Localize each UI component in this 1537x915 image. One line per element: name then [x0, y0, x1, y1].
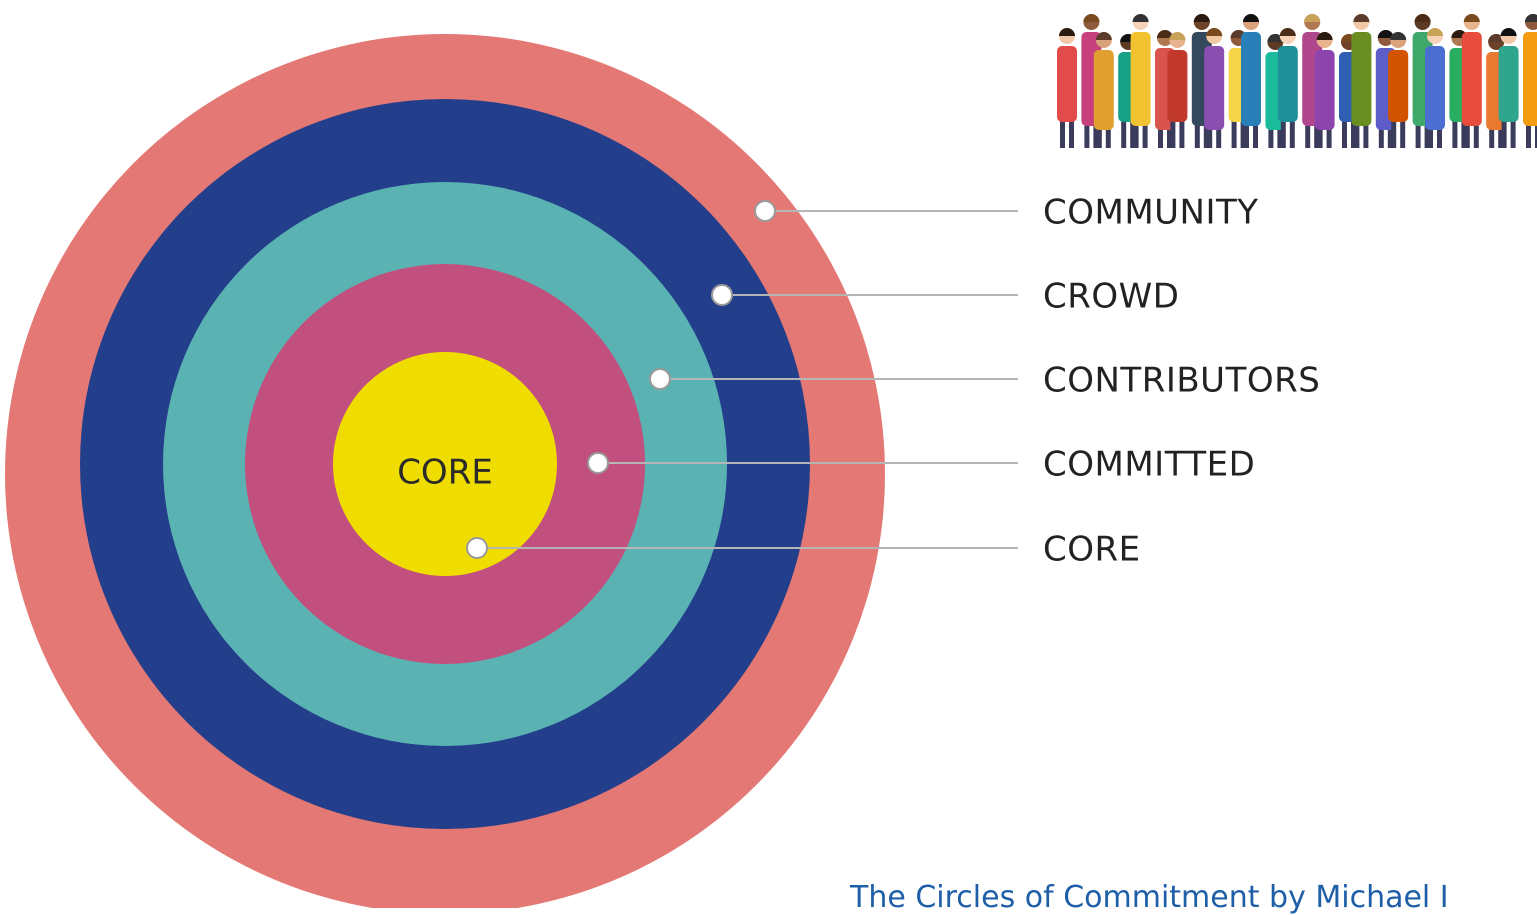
core-center-label: CORE: [397, 453, 493, 493]
label-community: COMMUNITY: [1043, 193, 1259, 233]
crowd-person: [1167, 32, 1188, 148]
crowd-person: [1498, 28, 1519, 148]
marker-dot-committed: [587, 452, 609, 474]
marker-dot-core: [466, 537, 488, 559]
label-crowd: CROWD: [1043, 277, 1179, 317]
marker-dot-contributors: [649, 368, 671, 390]
crowd-person: [1523, 14, 1537, 148]
label-core: CORE: [1043, 530, 1141, 570]
caption: The Circles of Commitment by Michael I: [850, 880, 1449, 915]
crowd-person: [1057, 28, 1077, 148]
crowd-person: [1130, 14, 1151, 148]
crowd-person: [1204, 28, 1225, 148]
crowd-of-people-illustration: [1057, 14, 1537, 148]
marker-dot-community: [754, 200, 776, 222]
crowd-person: [1388, 32, 1409, 148]
marker-dot-crowd: [711, 284, 733, 306]
crowd-person: [1425, 28, 1445, 148]
crowd-person: [1351, 14, 1372, 148]
crowd-person: [1314, 32, 1335, 148]
label-contributors: CONTRIBUTORS: [1043, 361, 1320, 401]
label-committed: COMMITTED: [1043, 445, 1255, 485]
crowd-person: [1461, 14, 1482, 148]
crowd-person: [1241, 14, 1261, 148]
ring-core: [333, 352, 557, 576]
crowd-person: [1277, 28, 1298, 148]
crowd-person: [1093, 32, 1114, 148]
